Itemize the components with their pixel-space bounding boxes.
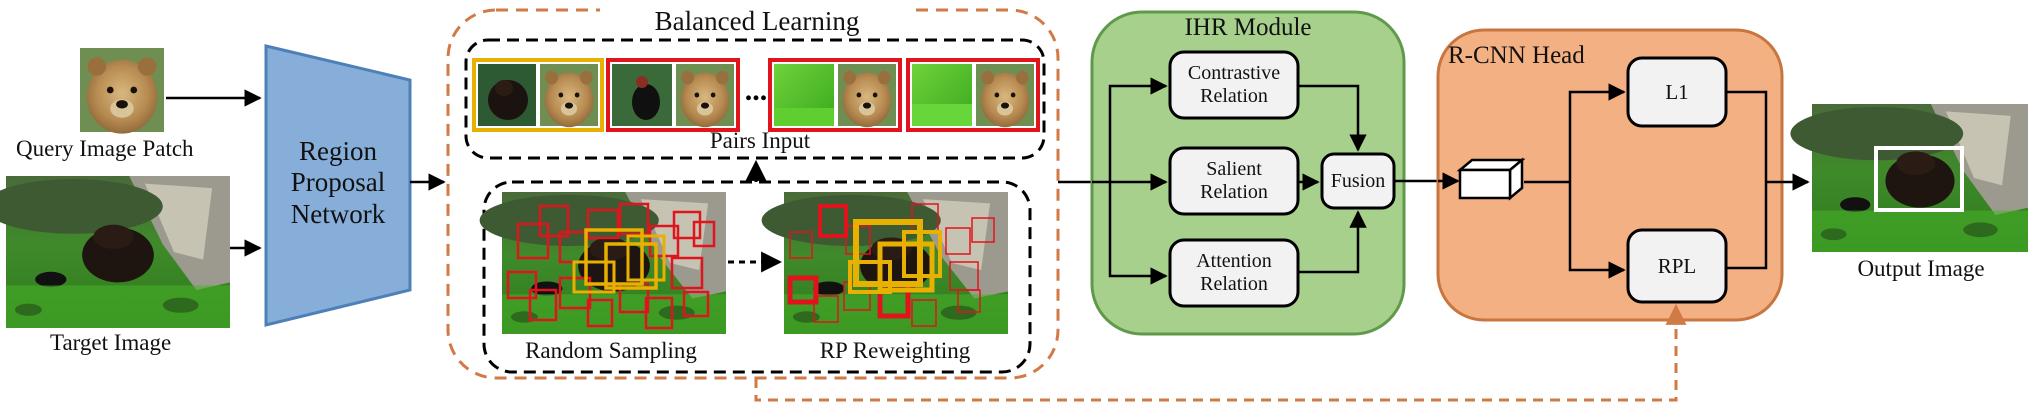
rpl-node <box>1626 228 1728 304</box>
pair-negative-2 <box>768 58 902 132</box>
head-branch-l1 <box>1568 83 1626 182</box>
output-image-label: Output Image <box>1857 256 1985 281</box>
balanced-learning-box <box>446 8 1060 380</box>
head-branch-rpl <box>1568 182 1626 279</box>
random-sampling-label: Random Sampling <box>525 338 697 363</box>
attention-relation-label: Attention Relation <box>1170 240 1298 306</box>
output-image <box>1790 104 2028 252</box>
target-image <box>0 176 230 328</box>
attention-line2: Relation <box>1200 273 1268 295</box>
l1-to-output <box>1726 90 1768 182</box>
contrastive-line2: Relation <box>1200 85 1268 107</box>
query-image-patch <box>80 48 164 134</box>
balanced-learning-title: Balanced Learning <box>600 6 914 37</box>
rpn-label-line3: Network <box>290 198 386 229</box>
pairs-ellipsis: ... <box>745 74 768 107</box>
pair-negative-1 <box>606 58 740 132</box>
rcnn-head-title: R-CNN Head <box>1448 42 1585 69</box>
ihr-branch-top-overlay <box>1108 77 1168 182</box>
rp-reweighting-label: RP Reweighting <box>819 338 971 363</box>
feature-cuboid <box>1456 157 1526 201</box>
attention-line1: Attention <box>1196 250 1272 272</box>
rp-reweighting-image <box>761 192 1008 334</box>
balanced-to-rpl-feedback <box>754 303 1687 402</box>
ihr-branch-bottom-overlay <box>1108 182 1168 285</box>
contrastive-to-fusion <box>1298 84 1367 152</box>
pairs-input-label: Pairs Input <box>709 128 811 153</box>
contrastive-line1: Contrastive <box>1187 62 1281 84</box>
salient-relation-label: Salient Relation <box>1170 148 1298 214</box>
rpl-label: RPL <box>1657 253 1697 278</box>
fusion-label: Fusion <box>1330 169 1386 192</box>
contrastive-relation-label: Contrastive Relation <box>1170 52 1298 118</box>
attention-to-fusion <box>1298 210 1367 274</box>
rpn-label-line1: Region <box>299 136 377 167</box>
rpn-label: Region Proposal Network <box>266 118 410 248</box>
pairs-input-box <box>464 38 1046 160</box>
random-sampling-image <box>479 192 726 334</box>
l1-label: L1 <box>1665 79 1689 104</box>
query-image-label: Query Image Patch <box>16 136 194 161</box>
salient-line2: Relation <box>1200 181 1268 203</box>
pair-negative-3 <box>906 58 1040 132</box>
pair-positive <box>472 58 604 132</box>
sampling-box <box>482 180 1032 374</box>
target-image-label: Target Image <box>50 330 172 355</box>
rpl-to-output <box>1726 182 1768 270</box>
rpn-trapezoid <box>264 44 412 327</box>
ihr-module-title: IHR Module <box>1184 14 1312 41</box>
salient-line1: Salient <box>1206 158 1262 180</box>
rpn-label-line2: Proposal <box>290 167 386 198</box>
